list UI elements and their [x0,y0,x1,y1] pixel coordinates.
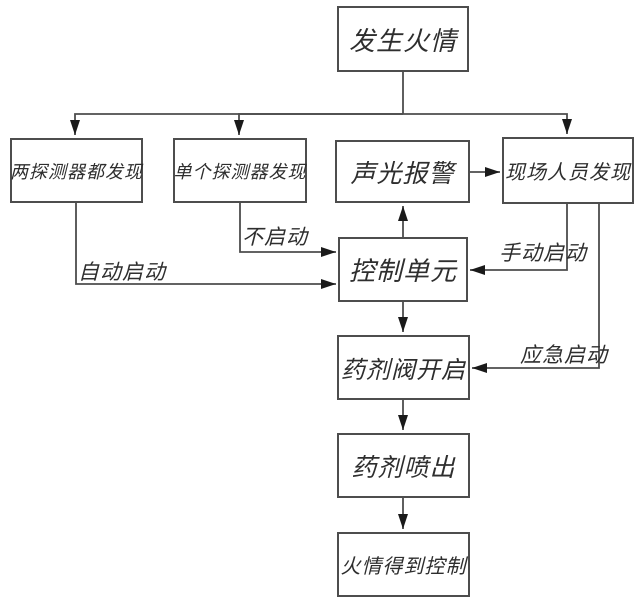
connector-fire-to-personnel [403,113,572,134]
edge-label-no-start: 不启动 [242,226,308,249]
node-control-unit: 控制单元 [338,237,468,302]
connector-single-to-control [239,203,336,257]
node-agent-valve-open: 药剂阀开启 [337,335,470,400]
connector-both-to-control [75,203,336,289]
edge-label-auto-start: 自动启动 [78,261,166,284]
node-fire-controlled: 火情得到控制 [337,532,470,597]
connector-fire-to-single-detector [234,113,403,135]
node-agent-spray: 药剂喷出 [337,433,470,498]
edge-label-emergency-start: 应急启动 [520,344,608,367]
node-both-detectors: 两探测器都发现 [10,138,143,203]
node-fire-occurs: 发生火情 [337,6,469,72]
connector-personnel-to-control [470,204,568,275]
connector-personnel-to-valve [472,204,600,373]
node-sound-light-alarm: 声光报警 [335,140,470,203]
node-single-detector: 单个探测器发现 [173,138,307,203]
edge-label-manual-start: 手动启动 [499,242,587,265]
node-personnel-discover: 现场人员发现 [502,137,634,204]
